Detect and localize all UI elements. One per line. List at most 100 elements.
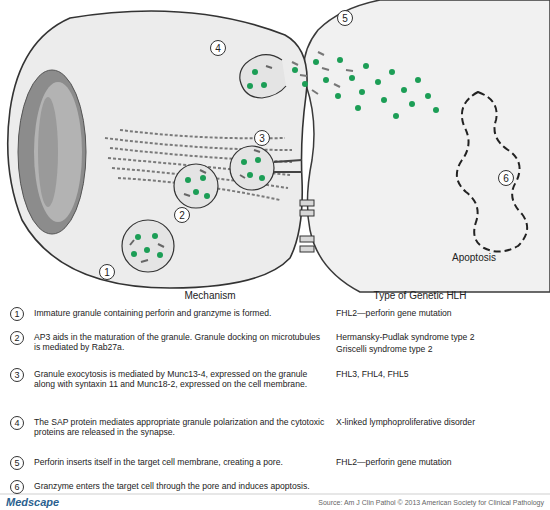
callout-text: 6	[503, 173, 509, 184]
nucleus-part	[38, 97, 58, 207]
target-cell-part	[304, 0, 550, 292]
callout-text: 2	[179, 210, 185, 221]
target-cell	[304, 0, 550, 292]
source-note: Source: Am J Clin Pathol © 2013 American…	[180, 499, 544, 507]
granule-part	[135, 234, 141, 240]
receptor-contacts-part	[300, 246, 314, 252]
fusing-granule-part	[266, 66, 272, 68]
granzyme-dots-part	[415, 77, 421, 83]
granule-part	[130, 240, 164, 262]
granule-part	[184, 170, 206, 196]
callout-number: 2	[174, 207, 190, 223]
callout-text: 3	[259, 133, 265, 144]
fusing-granule-part	[252, 69, 258, 75]
table-cell: Granule exocytosis is mediated by Munc13…	[34, 369, 326, 390]
granule-part	[144, 247, 150, 253]
callout-number: 1	[99, 264, 115, 280]
granzyme-dots-part	[389, 69, 395, 75]
granule-part	[274, 160, 302, 172]
granule-part	[131, 251, 137, 257]
granule-part	[255, 157, 261, 163]
granule-part	[174, 164, 218, 208]
table-cell: FHL2—perforin gene mutation	[336, 457, 546, 467]
table-cell: FHL3, FHL4, FHL5	[336, 369, 546, 379]
table-cell: X-linked lymphoproliferative disorder	[336, 417, 546, 427]
callout-text: 5	[14, 458, 19, 468]
granzyme-dots-part	[393, 113, 399, 119]
fusing-granule-part	[261, 82, 267, 88]
granule-part	[247, 172, 253, 178]
cytotoxic-cell	[8, 11, 307, 288]
receptor-contacts	[300, 200, 314, 252]
callout-text: 4	[215, 43, 221, 54]
callout-text: 6	[14, 482, 19, 492]
callout-number: 6	[10, 480, 24, 494]
receptor-contacts-part	[300, 210, 314, 216]
granule-part	[122, 220, 174, 272]
granule-part	[185, 177, 191, 183]
granzyme-dots-part	[323, 77, 329, 83]
callout-number: 3	[254, 130, 270, 146]
granule	[230, 146, 302, 190]
granzyme-dots-part	[375, 79, 381, 85]
apoptotic-cell-outline-part	[457, 92, 527, 252]
callout-number: 3	[10, 368, 24, 382]
nucleus-part	[18, 70, 86, 234]
callout-text: 1	[14, 309, 19, 319]
callout-number: 4	[210, 40, 226, 56]
granzyme-dots	[292, 57, 439, 119]
table-cell: AP3 aids in the maturation of the granul…	[34, 332, 326, 353]
granule-part	[204, 193, 210, 199]
callout-number: 2	[10, 331, 24, 345]
granule-part	[230, 146, 274, 190]
fusing-granule-part	[240, 55, 286, 98]
granzyme-dots-part	[313, 59, 319, 65]
granule-part	[157, 252, 163, 258]
granzyme-dots-part	[363, 63, 369, 69]
granzyme-dots-part	[359, 89, 365, 95]
table-cell: The SAP protein mediates appropriate gra…	[34, 417, 326, 438]
granule-part	[193, 189, 199, 195]
callout-text: 3	[14, 370, 19, 380]
granule	[174, 164, 218, 208]
granzyme-dots-part	[349, 75, 355, 81]
perforin-rods-part	[292, 52, 353, 94]
fusing-granule	[240, 55, 286, 98]
granzyme-dots-part	[292, 67, 298, 73]
granule-part	[259, 175, 265, 181]
callout-text: 5	[342, 13, 348, 24]
granule-part	[152, 233, 158, 239]
column-header: Mechanism	[110, 290, 310, 302]
table-cell: FHL2—perforin gene mutation	[336, 308, 546, 318]
granzyme-dots-part	[337, 57, 343, 63]
granzyme-dots-part	[335, 93, 341, 99]
callout-text: 2	[14, 333, 19, 343]
granzyme-dots-part	[302, 81, 308, 87]
cytotoxic-cell-part	[8, 11, 307, 288]
callout-number: 6	[498, 170, 514, 186]
footer-rule	[0, 494, 550, 495]
callout-number: 1	[10, 307, 24, 321]
fusing-granule-part	[247, 83, 253, 89]
nucleus-part	[34, 82, 82, 222]
callout-text: 1	[104, 267, 110, 278]
granzyme-dots-part	[433, 107, 439, 113]
table-cell: Granzyme enters the target cell through …	[34, 481, 326, 491]
part-label: Apoptosis	[452, 252, 532, 264]
receptor-contacts-part	[300, 200, 314, 206]
granzyme-dots-part	[401, 87, 407, 93]
footer-rule-part	[0, 494, 550, 495]
callout-number: 5	[10, 456, 24, 470]
perforin-rods	[292, 52, 353, 94]
callout-number: 4	[10, 416, 24, 430]
granzyme-dots-part	[355, 105, 361, 111]
granzyme-dots-part	[425, 93, 431, 99]
receptor-contacts-part	[300, 236, 314, 242]
granzyme-dots-part	[409, 101, 415, 107]
nucleus	[18, 70, 86, 234]
table-cell: Perforin inserts itself in the target ce…	[34, 457, 326, 467]
granule-part	[241, 159, 247, 165]
column-header: Type of Genetic HLH	[330, 290, 510, 302]
callout-text: 4	[14, 418, 19, 428]
